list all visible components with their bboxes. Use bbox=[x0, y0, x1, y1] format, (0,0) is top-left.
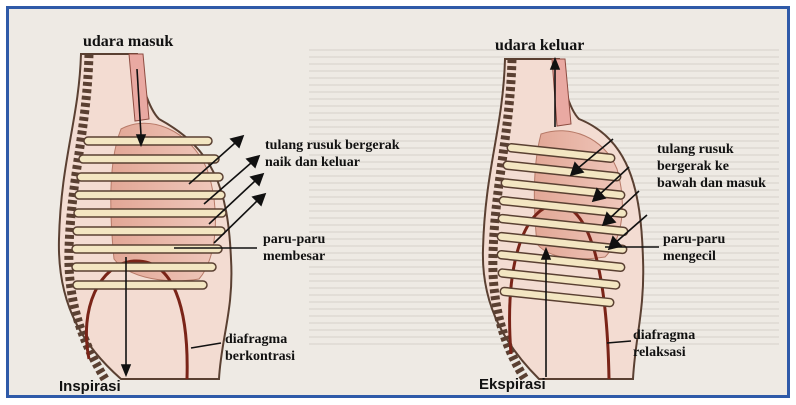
expiration-diaphragm-label: diafragma relaksasi bbox=[633, 327, 695, 361]
inspiration-ribs bbox=[72, 137, 226, 289]
expiration-lungs-label: paru-paru mengecil bbox=[663, 231, 725, 265]
expiration-ribs-label: tulang rusuk bergerak ke bawah dan masuk bbox=[657, 141, 766, 192]
expiration-air-label: udara keluar bbox=[495, 37, 584, 54]
inspiration-caption: Inspirasi bbox=[59, 378, 121, 395]
inspiration-diaphragm-label: diafragma berkontrasi bbox=[225, 331, 295, 365]
inspiration-body bbox=[59, 54, 232, 379]
expiration-caption: Ekspirasi bbox=[479, 376, 546, 393]
diagram-frame: udara masuk tulang rusuk bergerak naik d… bbox=[6, 6, 790, 398]
inspiration-lungs-label: paru-paru membesar bbox=[263, 231, 325, 265]
inspiration-air-label: udara masuk bbox=[83, 33, 173, 50]
expiration-body bbox=[483, 59, 643, 379]
inspiration-ribs-label: tulang rusuk bergerak naik dan keluar bbox=[265, 137, 400, 171]
